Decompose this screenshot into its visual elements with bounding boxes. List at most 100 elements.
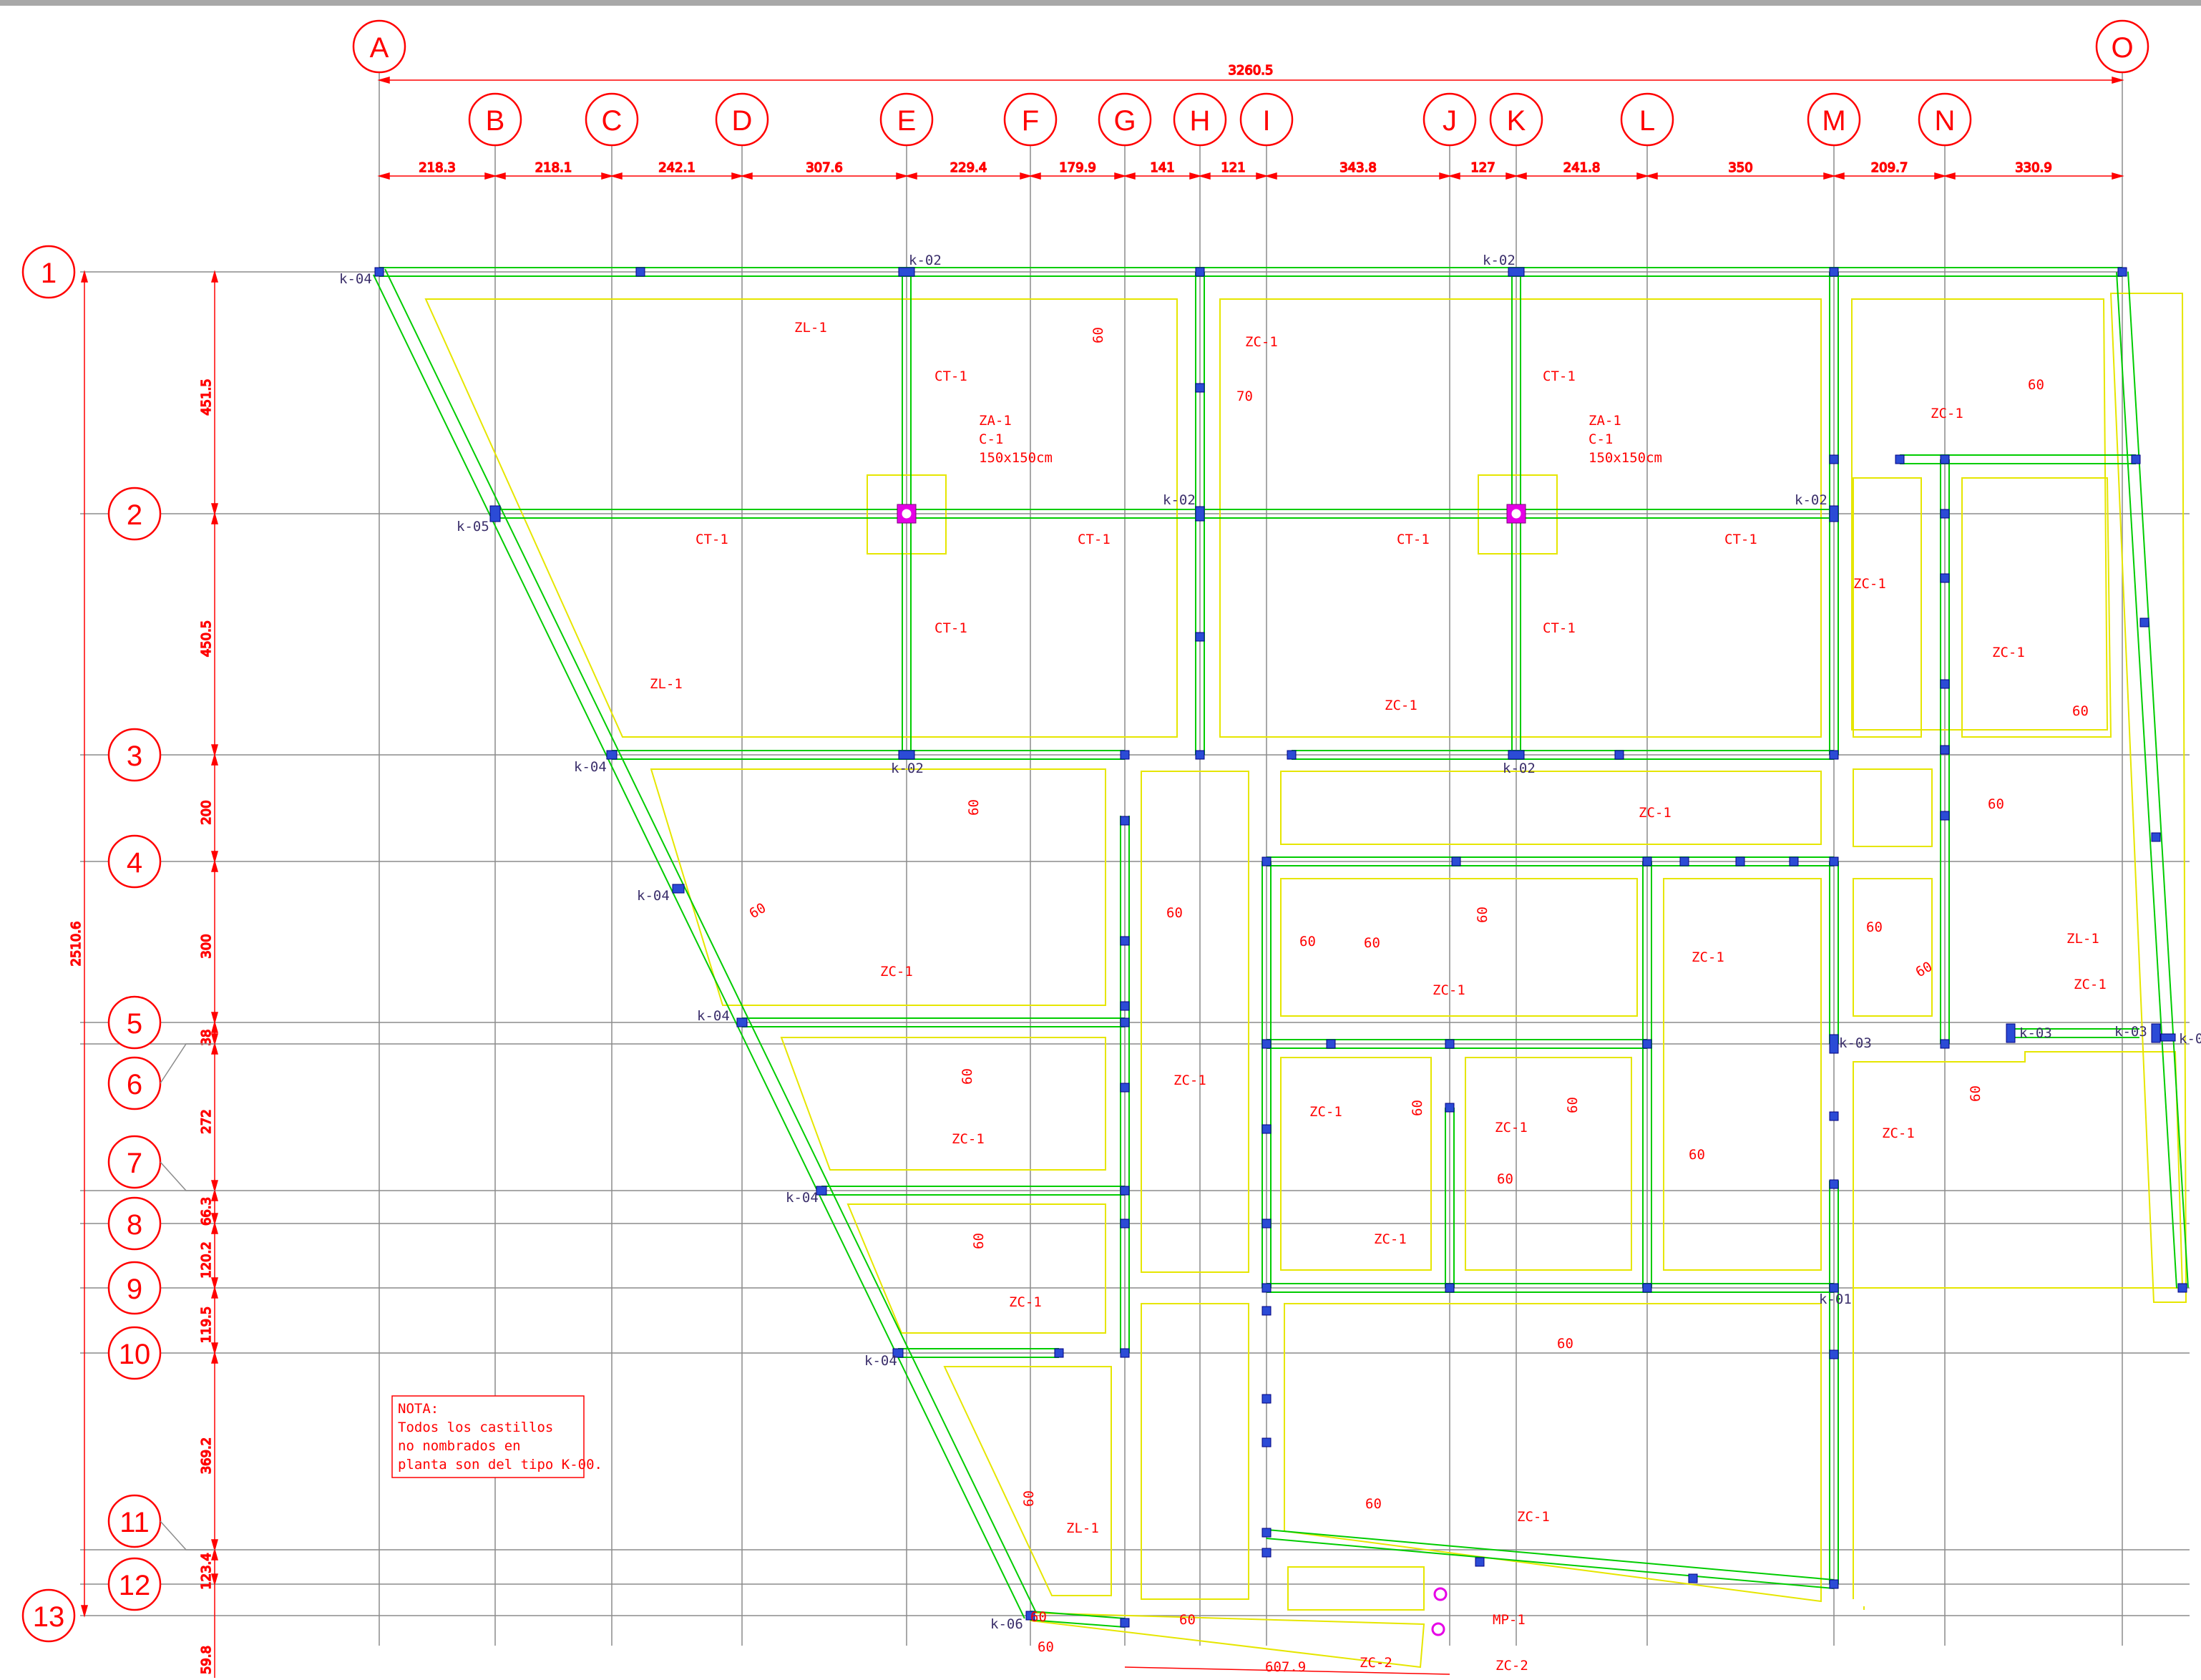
dim-arrow xyxy=(1514,172,1527,180)
dim-local: 60 xyxy=(1988,796,2004,812)
label-c1: C-1 xyxy=(979,431,1003,447)
dim-local: 60 xyxy=(1475,907,1490,923)
dim-arrow xyxy=(1123,172,1136,180)
axis-bubble-5 xyxy=(107,995,162,1050)
element-code: ZC-1 xyxy=(1853,576,1886,592)
dim-letter-spacing: 307.6 xyxy=(806,160,843,175)
dim-arrow xyxy=(1505,172,1518,180)
element-code: ZC-1 xyxy=(952,1131,985,1147)
column xyxy=(1445,1283,1455,1293)
dim-number-spacing: 272 xyxy=(199,1109,214,1133)
column xyxy=(1829,1111,1839,1121)
element-code: ZC-1 xyxy=(1495,1120,1528,1136)
dim-number-spacing: 120.2 xyxy=(199,1241,214,1279)
element-code: CT-1 xyxy=(1724,532,1757,547)
dim-arrow xyxy=(493,172,506,180)
element-code: ZL-1 xyxy=(794,320,827,336)
dim-letter-spacing: 218.1 xyxy=(535,160,572,175)
mp1-marker xyxy=(1431,1622,1445,1636)
element-code: ZC-1 xyxy=(1517,1509,1550,1525)
axis-bubble-13 xyxy=(21,1588,76,1643)
element-code: CT-1 xyxy=(1543,620,1576,636)
dim-arrow xyxy=(211,1342,218,1355)
column-c1-core xyxy=(901,508,912,519)
label-k02: k-02 xyxy=(1503,761,1536,776)
dim-arrow xyxy=(377,77,390,84)
footing-outline xyxy=(1219,298,1822,738)
dim-arrow xyxy=(731,172,744,180)
dim-arrow xyxy=(211,1020,218,1033)
column xyxy=(1445,1039,1455,1049)
label-k04: k-04 xyxy=(637,888,670,904)
dim-local: 60 xyxy=(960,1068,975,1085)
dim-arrow xyxy=(211,1286,218,1299)
column xyxy=(2151,1023,2161,1043)
axis-label-G: G xyxy=(1113,105,1136,137)
column xyxy=(1261,856,1272,866)
dim-letter-spacing: 209.7 xyxy=(1871,160,1908,175)
footing-outline xyxy=(2109,293,2187,1303)
note-border xyxy=(391,1395,585,1478)
note-line-4: planta son del tipo K-00. xyxy=(398,1457,602,1473)
beam-edge xyxy=(373,274,1025,1619)
dim-arrow xyxy=(377,172,390,180)
dim-number-spacing: 123.4 xyxy=(199,1553,214,1590)
note-line-2: Todos los castillos xyxy=(398,1420,553,1435)
dim-number-spacing: 300 xyxy=(199,934,214,958)
column xyxy=(1195,267,1205,277)
dim-arrow xyxy=(211,1221,218,1234)
dim-arrow xyxy=(211,1277,218,1290)
label-k0: k-0 xyxy=(2179,1031,2201,1047)
dim-letter-spacing: 141 xyxy=(1150,160,1174,175)
axis-label-K: K xyxy=(1507,105,1526,137)
axis-bubble-9 xyxy=(107,1261,162,1315)
column xyxy=(1940,573,1950,583)
column xyxy=(1642,856,1652,866)
axis-bubble-L xyxy=(1620,92,1674,147)
element-code: ZL-1 xyxy=(2066,931,2099,947)
column xyxy=(1679,856,1689,866)
axis-bubble-K xyxy=(1489,92,1543,147)
column xyxy=(1940,679,1950,689)
axis-label-8: 8 xyxy=(127,1209,142,1241)
column xyxy=(1120,816,1130,826)
axis-label-D: D xyxy=(732,105,753,137)
column xyxy=(1195,506,1205,522)
column xyxy=(606,750,618,760)
footing-outline xyxy=(1141,1303,1249,1600)
dim-arrow xyxy=(904,172,917,180)
column xyxy=(2131,454,2141,464)
element-code: ZC-1 xyxy=(1245,334,1278,350)
label-k02: k-02 xyxy=(909,253,942,268)
axis-label-L: L xyxy=(1639,105,1655,137)
axis-label-3: 3 xyxy=(127,741,142,772)
dim-local: 70 xyxy=(1236,389,1253,404)
dim-local: 60 xyxy=(1689,1147,1705,1163)
column xyxy=(1829,1283,1839,1293)
column xyxy=(1475,1557,1485,1567)
column xyxy=(672,884,685,894)
label-c1-size: 150x150cm xyxy=(979,450,1053,466)
footing-outline xyxy=(1851,298,2109,731)
footing-outline xyxy=(1853,878,1933,1017)
dim-arrow xyxy=(1448,172,1460,180)
dim-local: 607.9 xyxy=(1265,1659,1306,1675)
element-code: CT-1 xyxy=(934,620,967,636)
axis-label-2: 2 xyxy=(127,499,142,531)
label-k03: k-03 xyxy=(2019,1025,2052,1041)
dim-arrow xyxy=(211,503,218,516)
element-code: ZC-1 xyxy=(1931,406,1963,421)
dim-letter-spacing: 218.3 xyxy=(419,160,456,175)
footing-outline xyxy=(650,768,1106,1006)
dim-local: 60 xyxy=(1365,1496,1382,1512)
axis-label-F: F xyxy=(1022,105,1039,137)
label-k01: k-01 xyxy=(1819,1291,1852,1307)
beam-edge xyxy=(1030,1611,1126,1620)
dim-arrow xyxy=(211,270,218,283)
axis-label-7: 7 xyxy=(127,1148,142,1179)
axis-bubble-D xyxy=(715,92,769,147)
dim-arrow xyxy=(1028,172,1041,180)
column xyxy=(1261,1219,1272,1229)
footing-outline xyxy=(1465,1057,1632,1271)
